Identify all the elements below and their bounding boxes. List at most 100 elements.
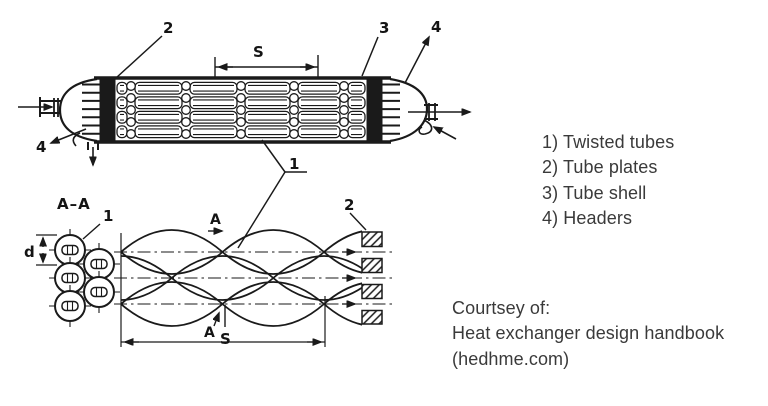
tube-cross-section	[54, 290, 86, 322]
section-title: A–A	[57, 195, 91, 213]
tube-crossing-circle	[181, 81, 191, 91]
plate-block	[361, 283, 383, 300]
tube-segment	[134, 125, 183, 139]
leader-shell	[361, 36, 379, 77]
callout-tubes: 1	[289, 155, 299, 173]
flattened-tube-profile	[90, 286, 108, 298]
leader-header-left	[51, 128, 87, 143]
tube-segment	[244, 110, 291, 124]
tube-crossing-circle	[289, 105, 299, 115]
tube-crossing-circle	[289, 81, 299, 91]
tube-crossing-circle	[236, 105, 246, 115]
tube-crossing-circle	[126, 93, 136, 103]
leader-tubes-up	[261, 139, 286, 173]
plate-block	[361, 257, 383, 274]
tube-segment	[134, 81, 183, 95]
credit-note: Courtsey of: Heat exchanger design handb…	[452, 296, 724, 372]
flattened-tube-profile	[61, 272, 79, 284]
leader-detail-plate	[349, 212, 367, 231]
tube-segment	[244, 81, 291, 95]
tube-segment	[189, 110, 238, 124]
tube-crossing-circle	[181, 129, 191, 139]
twisted-tube-lens	[271, 255, 362, 301]
leader-header-right	[404, 37, 429, 84]
section-mark-top: A	[210, 212, 221, 228]
pitch-label-bottom: S	[220, 330, 231, 348]
tube-segment	[189, 125, 238, 139]
tube-crossing-circle	[236, 117, 246, 127]
tube-crossing-circle	[236, 93, 246, 103]
legend-item-twisted-tubes: 1) Twisted tubes	[542, 132, 675, 152]
tube-cross-section	[83, 276, 115, 308]
pitch-label-top: S	[253, 43, 264, 61]
tube-segment	[134, 96, 183, 110]
tube-segment	[297, 96, 341, 110]
tube-crossing-circle	[236, 129, 246, 139]
cross-section-a-a	[49, 229, 120, 327]
tube-crossing-circle	[339, 129, 349, 139]
leader-tube-plate	[115, 35, 163, 79]
tube-segment	[189, 96, 238, 110]
tube-crossing-circle	[181, 105, 191, 115]
tube-segment	[244, 125, 291, 139]
tube-crossing-circle	[339, 93, 349, 103]
callout-header-left: 4	[36, 138, 46, 156]
tube-crossing-circle	[126, 81, 136, 91]
callout-detail-plate: 2	[344, 196, 354, 214]
tube-segment	[116, 81, 128, 95]
tube-segment	[347, 125, 366, 139]
legend: 1) Twisted tubes 2) Tube plates 3) Tube …	[542, 130, 674, 231]
tube-crossing-circle	[339, 105, 349, 115]
tube-segment	[116, 125, 128, 139]
legend-item-headers: 4) Headers	[542, 207, 633, 228]
tube-segment	[189, 81, 238, 95]
section-mark-bottom: A	[204, 325, 215, 341]
tube-segment	[297, 125, 341, 139]
tube-segment	[244, 96, 291, 110]
plate-block	[361, 231, 383, 248]
flattened-tube-profile	[61, 244, 79, 256]
detail-view-twisted-tubes: A–A d 1 2 A A S	[24, 195, 392, 348]
top-view-exchanger: S 2 3 4 4 1	[18, 18, 470, 249]
leader-tube-section	[82, 223, 101, 240]
tube-crossing-circle	[289, 117, 299, 127]
detail-tube-plate	[361, 231, 383, 325]
tube-crossing-circle	[181, 93, 191, 103]
section-arrow-bottom	[214, 313, 219, 327]
legend-item-tube-plates: 2) Tube plates	[542, 157, 658, 178]
twisted-tube-lens	[322, 282, 362, 326]
diameter-label: d	[24, 243, 35, 261]
tube-segment	[116, 110, 128, 124]
tube-crossing-circle	[339, 81, 349, 91]
tube-crossing-circle	[126, 129, 136, 139]
right-header-dome	[389, 77, 429, 143]
callout-shell: 3	[379, 19, 389, 37]
tube-segment	[347, 96, 366, 110]
left-header-dome	[58, 77, 98, 143]
tube-bundle-pattern	[116, 81, 366, 139]
callout-header-right: 4	[431, 18, 441, 36]
callout-tube-plate: 2	[163, 19, 173, 37]
credit-line-3: (hedhme.com)	[452, 348, 570, 369]
tube-segment	[134, 110, 183, 124]
tube-crossing-circle	[181, 117, 191, 127]
tube-segment	[297, 110, 341, 124]
flattened-tube-profile	[90, 258, 108, 270]
tube-crossing-circle	[236, 81, 246, 91]
legend-item-tube-shell: 3) Tube shell	[542, 182, 647, 203]
header-junction-curve	[72, 132, 81, 147]
flattened-tube-profile	[61, 300, 79, 312]
tube-crossing-circle	[126, 105, 136, 115]
shell-inlet-curve	[418, 119, 433, 135]
tube-segment	[347, 81, 366, 95]
twisted-tube-lens	[322, 230, 362, 274]
shell-inlet-arrow	[434, 127, 457, 140]
tube-segment	[116, 96, 128, 110]
plate-block	[361, 309, 383, 325]
tube-segment	[297, 81, 341, 95]
twisted-tube-lenses	[114, 229, 392, 327]
leader-tubes-down	[237, 171, 286, 249]
credit-line-1: Courtsey of:	[452, 298, 551, 318]
